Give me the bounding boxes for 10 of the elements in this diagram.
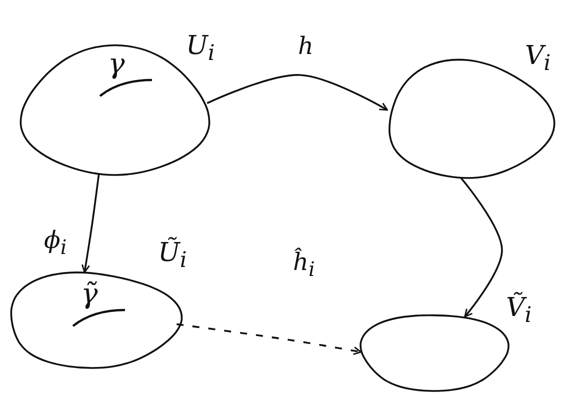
arrow [81,174,100,273]
arrow [176,323,362,355]
curve-label: γ [108,50,125,78]
set-label: V$_{i}$ [525,43,551,75]
edge-label: ĥ$_{i}$ [293,250,315,279]
arrow [460,177,503,318]
arrow [206,74,388,111]
curve-label: γ̃ [81,280,98,308]
set-label: U$_{i}$ [186,33,215,65]
edge-label: ϕ$_{i}$ [44,228,67,257]
